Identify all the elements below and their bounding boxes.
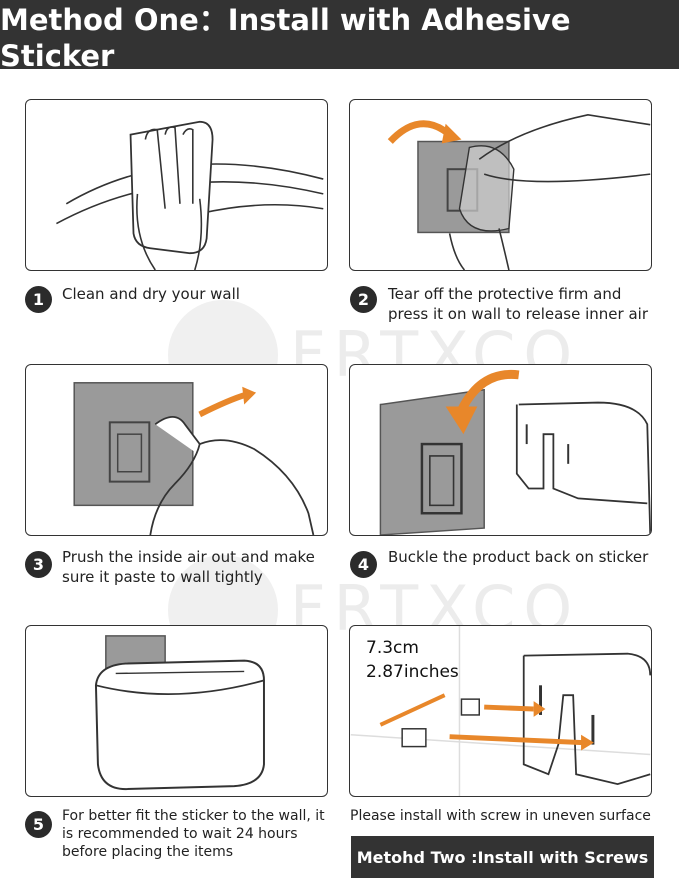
step-4-line: Buckle the product back on sticker xyxy=(388,548,649,566)
step-4-text: Buckle the product back on sticker xyxy=(388,547,648,567)
step-2-illustration xyxy=(349,99,652,271)
step-1-text: Clean and dry your wall xyxy=(62,284,240,304)
measure-inches: 2.87inches xyxy=(366,662,459,682)
step-1-badge: 1 xyxy=(25,286,52,313)
screw-install-icon xyxy=(350,626,651,796)
step-3-line: Prush the inside air out and make xyxy=(62,548,315,566)
step-1-line: Clean and dry your wall xyxy=(62,285,240,303)
step-5-illustration xyxy=(25,625,328,797)
hand-wiping-icon xyxy=(56,120,324,270)
step-3-text: Prush the inside air out and make sure i… xyxy=(62,547,315,587)
step-5-line: For better fit the sticker to the wall, … xyxy=(62,808,325,824)
method-two-note: Please install with screw in uneven surf… xyxy=(350,808,651,824)
buckle-product-icon xyxy=(379,369,651,535)
step-5-line: is recommended to wait 24 hours xyxy=(62,826,298,842)
step-2-line: press it on wall to release inner air xyxy=(388,305,648,323)
step-5-line: before placing the items xyxy=(62,844,234,860)
mounted-basket-icon xyxy=(94,635,265,791)
step-4-badge: 4 xyxy=(350,551,377,578)
step-1-illustration xyxy=(25,99,328,271)
step-4-illustration xyxy=(349,364,652,536)
step-3-line: sure it paste to wall tightly xyxy=(62,568,263,586)
step-5-text: For better fit the sticker to the wall, … xyxy=(62,807,325,861)
peel-film-icon xyxy=(387,114,651,270)
step-2-text: Tear off the protective firm and press i… xyxy=(388,284,648,324)
measure-cm: 7.3cm xyxy=(366,638,419,658)
method-two-title: Metohd Two :Install with Screws xyxy=(351,836,654,878)
step-3-illustration xyxy=(25,364,328,536)
step-3-badge: 3 xyxy=(25,551,52,578)
step-2-line: Tear off the protective firm and xyxy=(388,285,622,303)
press-sticker-icon xyxy=(73,382,315,535)
step-2-badge: 2 xyxy=(350,286,377,313)
method-two-illustration xyxy=(349,625,652,797)
step-5-badge: 5 xyxy=(25,811,52,838)
page-title: Method One：Install with Adhesive Sticker xyxy=(0,0,679,73)
